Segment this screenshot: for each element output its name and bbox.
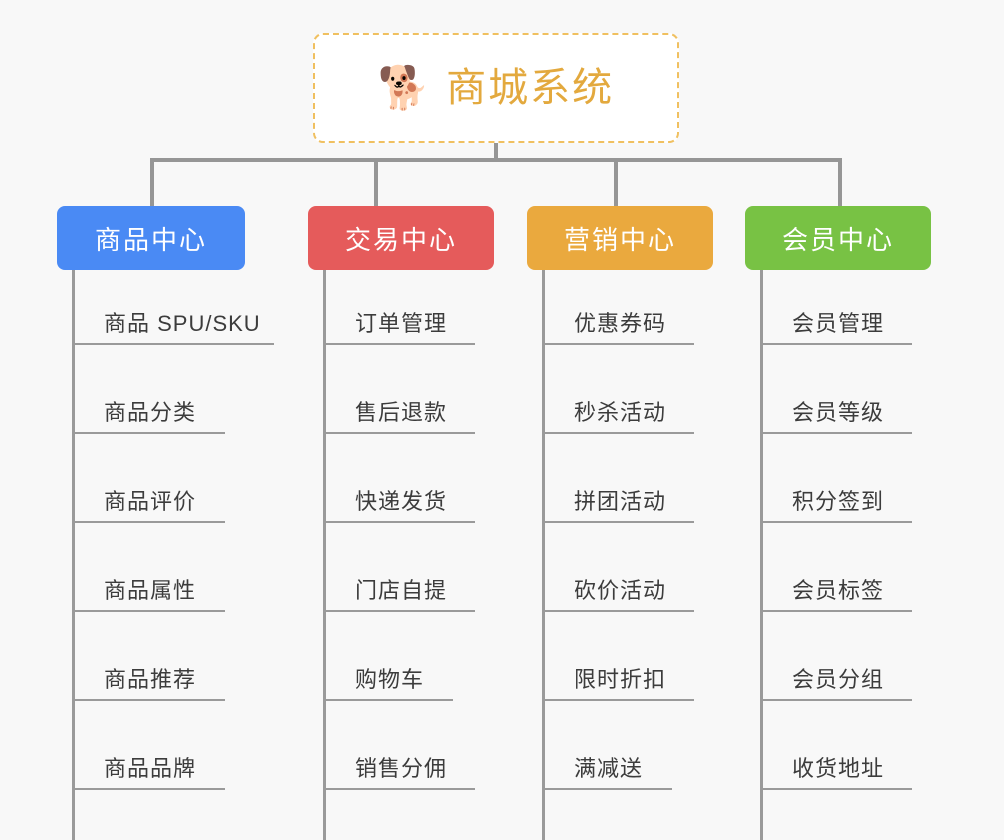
branch-marketing-center: 营销中心 优惠券码 秒杀活动 拼团活动 砍价活动 限时折扣 满减送 <box>527 206 759 840</box>
leaf-label: 商品评价 <box>104 489 197 514</box>
leaf-item[interactable]: 商品品牌 <box>72 701 225 790</box>
category-box-product-center[interactable]: 商品中心 <box>57 206 245 270</box>
leaf-label: 会员等级 <box>792 400 885 425</box>
leaf-item[interactable]: 收货地址 <box>760 701 912 790</box>
branch-product-center: 商品中心 商品 SPU/SKU 商品分类 商品评价 商品属性 商品推荐 商品品牌 <box>57 206 289 840</box>
leaf-label: 限时折扣 <box>574 667 667 692</box>
category-box-marketing-center[interactable]: 营销中心 <box>527 206 713 270</box>
leaf-label: 商品属性 <box>104 578 197 603</box>
leaf-label: 商品 SPU/SKU <box>104 311 261 336</box>
leaf-item[interactable]: 会员标签 <box>760 523 912 612</box>
leaf-item[interactable]: 会员分组 <box>760 612 912 701</box>
branch-member-center: 会员中心 会员管理 会员等级 积分签到 会员标签 会员分组 收货地址 <box>745 206 977 840</box>
leaf-label: 优惠券码 <box>574 311 667 336</box>
leaf-label: 满减送 <box>574 756 644 781</box>
category-label: 营销中心 <box>563 224 676 255</box>
leaf-label: 商品分类 <box>104 400 197 425</box>
leaf-item[interactable]: 购物车 <box>323 612 453 701</box>
leaf-item[interactable]: 优惠券码 <box>542 270 694 345</box>
leaf-label: 砍价活动 <box>574 578 667 603</box>
branch-rail <box>542 270 545 840</box>
leaf-list-product-center: 商品 SPU/SKU 商品分类 商品评价 商品属性 商品推荐 商品品牌 <box>57 270 289 840</box>
shiba-dog-face-icon: 🐕 <box>377 64 431 111</box>
leaf-item[interactable]: 砍价活动 <box>542 523 694 612</box>
leaf-label: 拼团活动 <box>574 489 667 514</box>
leaf-label: 快递发货 <box>355 489 448 514</box>
category-label: 交易中心 <box>344 224 457 255</box>
root-title: 商城系统 <box>446 66 615 110</box>
leaf-item[interactable]: 商品评价 <box>72 434 225 523</box>
leaf-item[interactable]: 售后退款 <box>323 345 475 434</box>
leaf-item[interactable]: 会员管理 <box>760 270 912 345</box>
leaf-list-member-center: 会员管理 会员等级 积分签到 会员标签 会员分组 收货地址 <box>745 270 977 840</box>
leaf-label: 会员标签 <box>792 578 885 603</box>
drop-connector-trade-center <box>374 158 378 206</box>
leaf-item[interactable]: 拼团活动 <box>542 434 694 523</box>
leaf-item[interactable]: 会员等级 <box>760 345 912 434</box>
leaf-label: 会员管理 <box>792 311 885 336</box>
leaf-item[interactable]: 商品属性 <box>72 523 225 612</box>
root-node[interactable]: 🐕 商城系统 <box>313 33 679 143</box>
leaf-item[interactable]: 限时折扣 <box>542 612 694 701</box>
drop-connector-marketing-center <box>614 158 618 206</box>
leaf-item[interactable]: 满减送 <box>542 701 672 790</box>
leaf-item[interactable]: 门店自提 <box>323 523 475 612</box>
leaf-item[interactable]: 积分签到 <box>760 434 912 523</box>
branch-rail <box>760 270 763 840</box>
leaf-item[interactable]: 商品推荐 <box>72 612 225 701</box>
branch-rail <box>72 270 75 840</box>
leaf-item[interactable]: 商品 SPU/SKU <box>72 270 274 345</box>
horizontal-bus-connector <box>150 158 842 162</box>
leaf-label: 商品推荐 <box>104 667 197 692</box>
leaf-item[interactable]: 商品分类 <box>72 345 225 434</box>
branch-trade-center: 交易中心 订单管理 售后退款 快递发货 门店自提 购物车 销售分佣 <box>308 206 540 840</box>
category-label: 会员中心 <box>781 224 894 255</box>
leaf-label: 销售分佣 <box>355 756 448 781</box>
leaf-label: 商品品牌 <box>104 756 197 781</box>
root-stem-connector <box>494 143 498 162</box>
branch-rail <box>323 270 326 840</box>
drop-connector-product-center <box>150 158 154 206</box>
category-box-member-center[interactable]: 会员中心 <box>745 206 931 270</box>
leaf-label: 会员分组 <box>792 667 885 692</box>
leaf-item[interactable]: 销售分佣 <box>323 701 475 790</box>
leaf-label: 门店自提 <box>355 578 448 603</box>
leaf-item[interactable]: 订单管理 <box>323 270 475 345</box>
leaf-item[interactable]: 快递发货 <box>323 434 475 523</box>
leaf-label: 积分签到 <box>792 489 885 514</box>
leaf-label: 售后退款 <box>355 400 448 425</box>
leaf-label: 秒杀活动 <box>574 400 667 425</box>
leaf-label: 购物车 <box>355 667 425 692</box>
leaf-list-marketing-center: 优惠券码 秒杀活动 拼团活动 砍价活动 限时折扣 满减送 <box>527 270 759 840</box>
leaf-list-trade-center: 订单管理 售后退款 快递发货 门店自提 购物车 销售分佣 <box>308 270 540 840</box>
leaf-label: 订单管理 <box>355 311 448 336</box>
category-box-trade-center[interactable]: 交易中心 <box>308 206 494 270</box>
leaf-item[interactable]: 秒杀活动 <box>542 345 694 434</box>
drop-connector-member-center <box>838 158 842 206</box>
category-label: 商品中心 <box>94 224 207 255</box>
leaf-label: 收货地址 <box>792 756 885 781</box>
